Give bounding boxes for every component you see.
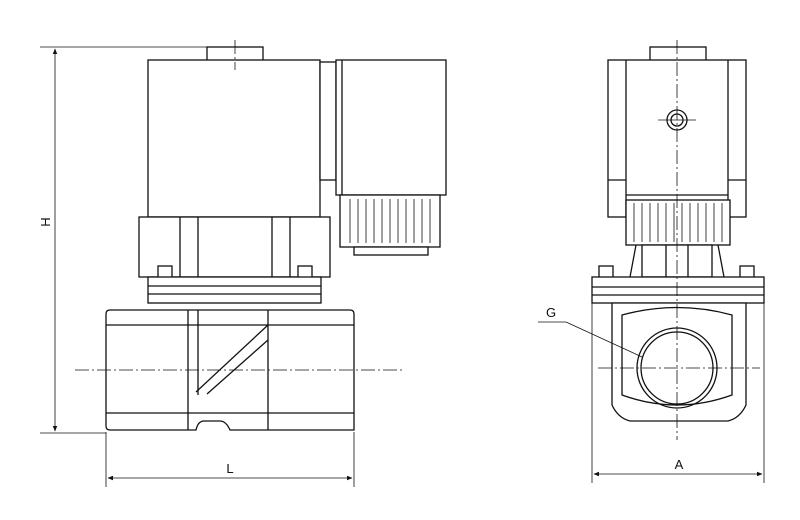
dimension-h: H — [38, 46, 207, 434]
height-label: H — [38, 217, 53, 226]
connector-strip — [319, 61, 337, 181]
thread-callout: G — [538, 305, 643, 358]
thread-label: G — [546, 305, 556, 320]
side-body — [611, 302, 747, 422]
dimension-a: A — [591, 303, 765, 483]
side-view — [591, 40, 765, 440]
front-view — [75, 40, 447, 431]
flange — [147, 276, 322, 304]
length-label: L — [226, 461, 233, 476]
side-top-nut — [649, 46, 707, 62]
gland-cap — [353, 246, 429, 256]
screw-right — [297, 265, 313, 279]
gland-knurl — [349, 199, 431, 243]
screw-left — [157, 265, 173, 279]
side-screw-left — [598, 265, 614, 279]
coil-body — [147, 59, 321, 218]
side-gland-knurl — [633, 203, 723, 242]
side-screw-right — [739, 265, 755, 279]
side-gland — [625, 199, 731, 246]
width-label: A — [675, 457, 684, 472]
dimension-l: L — [105, 432, 355, 487]
connector-plug — [335, 59, 447, 196]
side-flange — [591, 276, 765, 304]
